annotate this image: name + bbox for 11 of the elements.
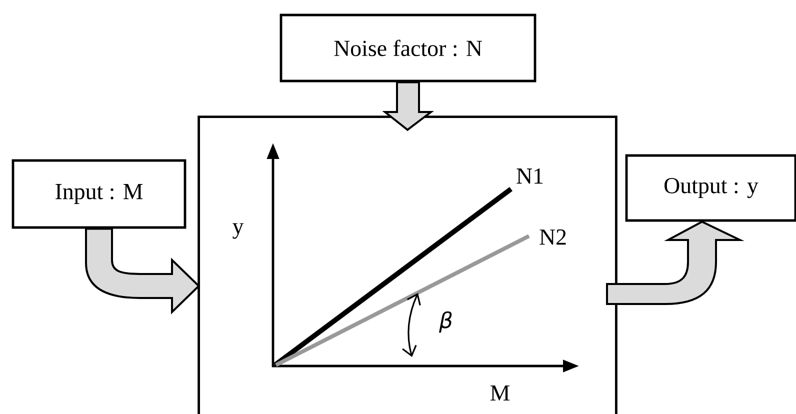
block-arrow [85,228,200,313]
block-arrow [382,81,434,132]
axis-label: y [232,223,244,239]
output-box: Output : y [625,154,796,222]
curve-label: N1 [516,168,543,184]
curve-label: N2 [540,229,566,245]
axis-label: M [490,386,510,400]
system-box [198,116,618,414]
angle-label: β [439,311,452,333]
noise-factor-box: Noise factor : N [280,14,536,82]
input-box: Input : M [12,159,186,229]
